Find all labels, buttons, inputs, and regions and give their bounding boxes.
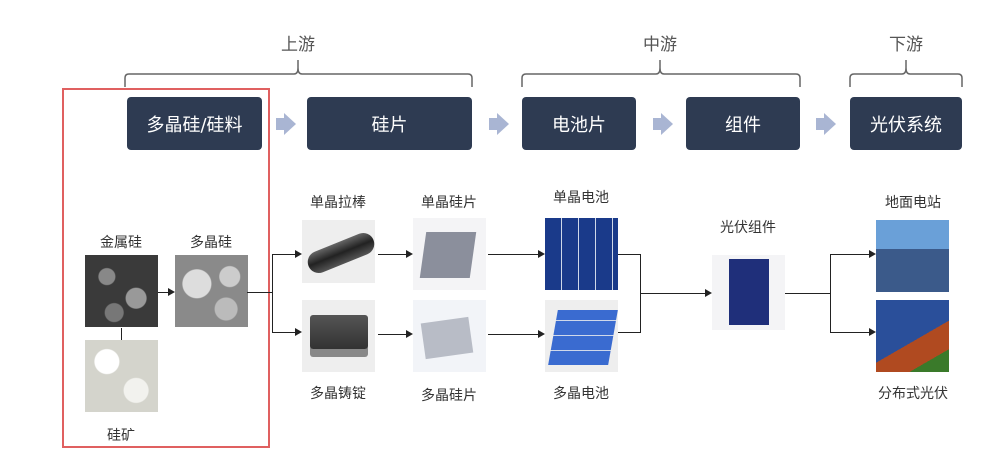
arrowhead-icon xyxy=(295,250,302,258)
connector-line xyxy=(121,328,122,340)
arrow-icon xyxy=(284,113,296,135)
connector-line xyxy=(158,292,170,293)
mono-wafer-image xyxy=(413,218,486,290)
arrow-icon xyxy=(824,113,836,135)
upstream-brace xyxy=(124,60,473,87)
label-silica-ore: 硅矿 xyxy=(107,428,135,444)
poly-cell-image xyxy=(545,300,618,372)
connector-line xyxy=(272,254,273,332)
pv-module-image xyxy=(712,255,785,330)
arrow-icon xyxy=(497,113,509,135)
stage-midstream: 中游 xyxy=(643,35,677,55)
box-cell: 电池片 xyxy=(522,97,636,150)
label-poly-wafer: 多晶硅片 xyxy=(421,388,477,404)
label-distributed-pv: 分布式光伏 xyxy=(878,386,948,402)
poly-wafer-image xyxy=(413,300,486,372)
downstream-brace xyxy=(849,60,963,87)
label-ground-station: 地面电站 xyxy=(885,195,941,211)
connector-line xyxy=(618,332,640,333)
arrow-icon xyxy=(653,118,661,130)
label-poly-cell: 多晶电池 xyxy=(553,386,609,402)
metal-silicon-image xyxy=(85,255,158,327)
arrow-icon xyxy=(489,118,497,130)
connector-line xyxy=(785,293,830,294)
connector-line xyxy=(272,254,296,255)
arrowhead-icon xyxy=(295,328,302,336)
label-mono-ingot: 单晶拉棒 xyxy=(310,195,366,211)
arrow-icon xyxy=(276,118,284,130)
arrow-icon xyxy=(661,113,673,135)
box-module: 组件 xyxy=(686,97,800,150)
box-polysilicon: 多晶硅/硅料 xyxy=(127,97,262,150)
label-mono-cell: 单晶电池 xyxy=(553,190,609,206)
highlight-frame xyxy=(62,88,270,448)
arrowhead-icon xyxy=(705,289,712,297)
distributed-pv-image xyxy=(876,300,949,372)
connector-line xyxy=(830,254,831,333)
arrow-icon xyxy=(816,118,824,130)
stage-braces xyxy=(124,60,963,87)
connector-line xyxy=(378,254,406,255)
arrowhead-icon xyxy=(168,288,175,296)
label-pv-module: 光伏组件 xyxy=(720,220,776,236)
connector-line xyxy=(272,332,296,333)
arrowhead-icon xyxy=(869,250,876,258)
box-pv-system: 光伏系统 xyxy=(850,97,962,150)
ground-station-image xyxy=(876,220,949,292)
connector-line xyxy=(378,334,406,335)
connector-line xyxy=(488,254,540,255)
poly-ingot-image xyxy=(302,300,375,372)
label-polysilicon: 多晶硅 xyxy=(190,235,232,251)
silica-ore-image xyxy=(85,340,158,412)
connector-line xyxy=(618,254,640,255)
label-poly-ingot: 多晶铸锭 xyxy=(310,386,366,402)
stage-downstream: 下游 xyxy=(889,35,923,55)
label-metal-silicon: 金属硅 xyxy=(100,235,142,251)
arrowhead-icon xyxy=(869,328,876,336)
label-mono-wafer: 单晶硅片 xyxy=(421,195,477,211)
connector-line xyxy=(830,254,870,255)
mono-ingot-image xyxy=(302,220,378,283)
connector-line xyxy=(488,334,540,335)
polysilicon-image xyxy=(175,255,248,327)
arrowhead-icon xyxy=(538,330,545,338)
arrowhead-icon xyxy=(406,330,413,338)
connector-line xyxy=(830,332,870,333)
connector-line xyxy=(640,293,706,294)
stage-upstream: 上游 xyxy=(281,35,315,55)
mono-cell-image xyxy=(545,218,618,290)
arrowhead-icon xyxy=(406,250,413,258)
midstream-brace xyxy=(521,60,801,87)
arrowhead-icon xyxy=(538,250,545,258)
box-wafer: 硅片 xyxy=(307,97,472,150)
connector-line xyxy=(247,292,273,293)
